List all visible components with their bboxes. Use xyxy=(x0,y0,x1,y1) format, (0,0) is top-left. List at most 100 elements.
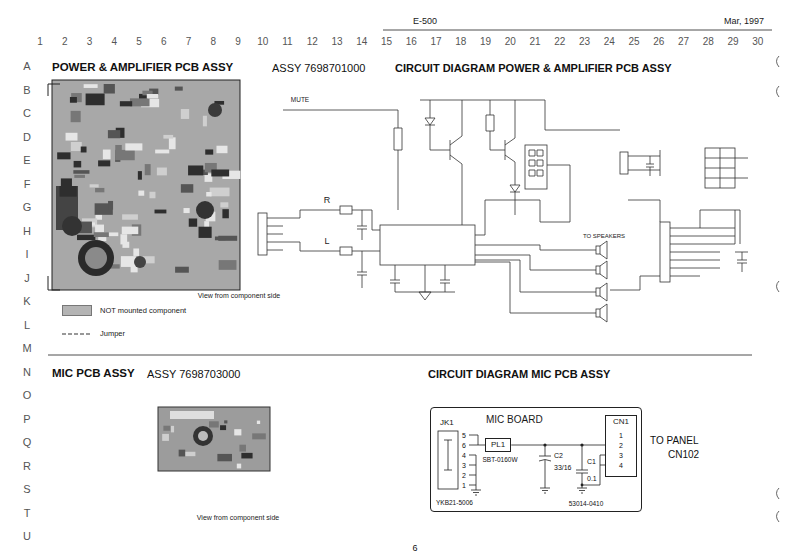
amp-schematic-wire xyxy=(486,100,515,185)
grid-row-letter: U xyxy=(23,531,31,542)
grid-row-letter: K xyxy=(23,296,30,307)
pcb-photo xyxy=(108,201,113,210)
pcb-photo xyxy=(189,218,197,226)
grid-column-number: 13 xyxy=(331,37,342,47)
amp-schematic-wire xyxy=(450,100,462,225)
grid-column-number: 5 xyxy=(136,37,142,47)
margin-mark xyxy=(777,56,780,522)
section-heading: CIRCUIT DIAGRAM MIC PCB ASSY xyxy=(428,369,610,380)
pcb-photo xyxy=(163,426,170,431)
pin-number: 4 xyxy=(462,452,466,459)
pcb-photo xyxy=(218,236,237,241)
filter-component-box: PL1 xyxy=(485,438,511,452)
pcb-photo xyxy=(94,232,109,237)
speaker-symbol xyxy=(600,283,607,301)
amp-schematic-wire xyxy=(357,251,367,288)
pcb-photo xyxy=(122,214,138,219)
pcb-photo xyxy=(170,411,214,419)
grid-column-number: 20 xyxy=(505,37,516,47)
part-name: C2 xyxy=(554,452,563,459)
grid-row-letter: E xyxy=(23,155,30,166)
mic-schematic-wire xyxy=(469,455,476,490)
pcb-photo xyxy=(219,260,237,270)
date: Mar, 1997 xyxy=(724,17,764,26)
pcb-photo xyxy=(224,420,227,423)
assembly-number: ASSY 7698703000 xyxy=(147,369,240,380)
grid-column-number: 12 xyxy=(307,37,318,47)
pcb-photo xyxy=(234,429,241,435)
grid-row-letter: Q xyxy=(23,437,32,448)
grid-column-number: 22 xyxy=(554,37,565,47)
pcb-photo xyxy=(179,450,186,457)
grid-row-letter: J xyxy=(24,272,30,283)
grid-row-letter: T xyxy=(24,507,31,518)
junction-dot xyxy=(581,484,584,487)
pcb-photo xyxy=(66,133,78,141)
pin-number: 1 xyxy=(619,432,623,439)
part-name: JK1 xyxy=(440,419,454,427)
grid-row-letter: B xyxy=(23,84,30,95)
amp-schematic-wire xyxy=(475,200,596,313)
pcb-photo xyxy=(220,425,226,430)
pin-number: 2 xyxy=(619,442,623,449)
pcb-photo xyxy=(199,227,212,238)
amp-schematic-wire xyxy=(340,247,352,255)
speaker-symbol xyxy=(596,288,600,296)
part-value: 33/16 xyxy=(554,464,572,471)
pcb-photo xyxy=(206,192,211,196)
speaker-symbol xyxy=(600,241,607,259)
pcb-photo xyxy=(78,240,114,276)
grid-row-letter: S xyxy=(23,484,30,495)
pcb-photo xyxy=(217,454,232,461)
mic-schematic-wire xyxy=(471,490,481,495)
pcb-photo xyxy=(71,142,82,151)
speaker-symbol xyxy=(600,261,607,279)
pcb-photo xyxy=(133,248,139,255)
pcb-photo xyxy=(120,234,127,244)
speaker-symbol xyxy=(596,241,607,322)
margin-mark xyxy=(777,56,780,522)
part-name: C1 xyxy=(587,458,596,465)
grid-column-number: 28 xyxy=(703,37,714,47)
pcb-photo xyxy=(103,150,111,160)
pcb-photo xyxy=(181,109,189,119)
pcb-photo xyxy=(210,188,230,197)
grid-row-letter: F xyxy=(24,178,31,189)
destination-label: TO PANEL xyxy=(650,436,699,446)
pcb-photo xyxy=(85,247,107,269)
grid-row-letter: D xyxy=(23,131,31,142)
mic-schematic-wire xyxy=(469,435,485,445)
mic-schematic-wire xyxy=(540,488,550,493)
pin-number: 4 xyxy=(619,462,623,469)
pcb-photo xyxy=(193,426,213,446)
pcb-photo xyxy=(155,210,167,214)
pcb-photo xyxy=(61,178,72,186)
pcb-photo xyxy=(203,116,207,127)
grid-row-letter: M xyxy=(22,343,31,354)
grid-column-number: 11 xyxy=(282,37,292,47)
pcb-photo xyxy=(157,168,167,176)
view-note: View from component side xyxy=(198,292,280,299)
speaker-symbol xyxy=(600,304,607,322)
amp-schematic-wire xyxy=(529,150,543,176)
speaker-symbol xyxy=(596,309,600,317)
grid-column-number: 16 xyxy=(406,37,417,47)
amp-schematic-wire xyxy=(390,265,455,292)
amp-schematic-wire xyxy=(420,100,545,150)
grid-row-letter: R xyxy=(23,460,31,471)
pcb-photo xyxy=(209,421,219,427)
amp-schematic-wire xyxy=(283,210,372,251)
pcb-corner-mark xyxy=(48,84,60,290)
pcb-photo xyxy=(205,149,213,154)
pcb-photo xyxy=(86,94,105,106)
speaker-symbol xyxy=(596,266,600,274)
mic-schematic-wire xyxy=(539,445,551,488)
grid-row-letter: A xyxy=(23,61,30,72)
grid-column-number: 27 xyxy=(678,37,689,47)
grid-row-letter: G xyxy=(23,202,32,213)
pcb-photo xyxy=(241,453,252,459)
grid-column-number: 10 xyxy=(257,37,268,47)
pcb-photo xyxy=(175,87,183,91)
channel-name: R xyxy=(324,196,331,205)
